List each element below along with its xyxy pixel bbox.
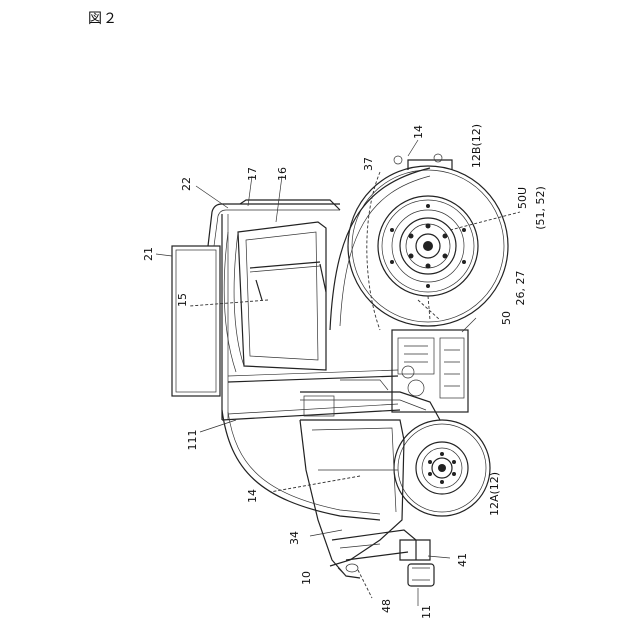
label-14-bottom: 14 xyxy=(246,489,259,503)
label-11: 11 xyxy=(420,605,433,619)
front-wheel-12a xyxy=(394,420,490,516)
label-37: 37 xyxy=(362,157,375,171)
label-50: 50 xyxy=(500,311,513,325)
rear-fender xyxy=(330,168,430,330)
label-16: 16 xyxy=(276,167,289,181)
label-48: 48 xyxy=(380,599,393,613)
panel-21 xyxy=(172,246,220,396)
label-14-top: 14 xyxy=(412,125,425,139)
label-26-27: 26, 27 xyxy=(514,271,527,306)
label-10: 10 xyxy=(300,571,313,585)
seat-bucket xyxy=(224,222,326,372)
center-frame xyxy=(300,330,468,420)
label-50u: 50U xyxy=(516,187,529,209)
label-21: 21 xyxy=(142,247,155,261)
label-22: 22 xyxy=(180,177,193,191)
frame-pipes xyxy=(208,200,400,420)
front-bumper xyxy=(400,540,434,586)
label-34: 34 xyxy=(288,531,301,545)
label-12b: 12B(12) xyxy=(470,124,483,168)
label-41: 41 xyxy=(456,553,469,567)
label-51-52: (51, 52) xyxy=(534,186,547,230)
label-15: 15 xyxy=(176,293,189,307)
label-12a: 12A(12) xyxy=(488,472,501,516)
label-17: 17 xyxy=(246,167,259,181)
label-111: 111 xyxy=(186,430,199,451)
front-body xyxy=(300,420,416,578)
